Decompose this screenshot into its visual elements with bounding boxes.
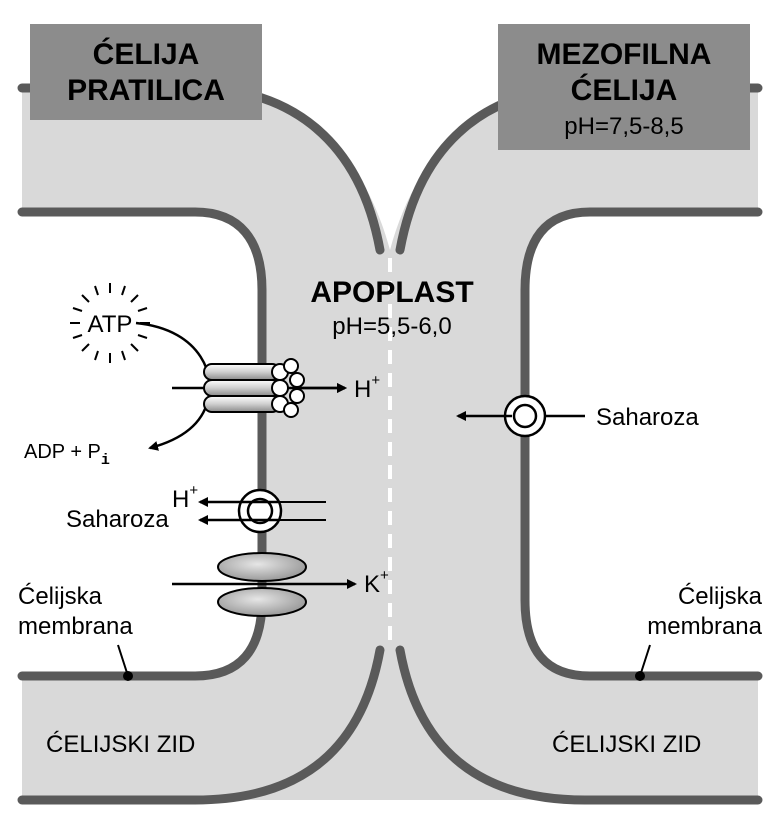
right-membrane-pointer-dot: [635, 671, 645, 681]
proton-pump: [203, 358, 305, 418]
symporter-sucrose-label: Saharoza: [66, 506, 169, 533]
left-membrane-label-line1: Ćelijska: [18, 583, 103, 610]
left-wall-label: ĆELIJSKI ZID: [46, 731, 195, 758]
atp-label: ATP: [88, 311, 133, 338]
right-cell-title-box: [498, 24, 750, 150]
left-cell-title-box: [30, 24, 262, 120]
mesophyll-transporter-inner: [512, 403, 538, 429]
left-membrane-pointer: [117, 644, 129, 677]
right-cell-membrane: [520, 207, 763, 681]
symporter-h-ion: H+: [172, 482, 198, 513]
k-channel-lower: [217, 587, 307, 617]
left-membrane-pointer-dot: [123, 671, 133, 681]
k-channel-upper: [217, 552, 307, 582]
right-membrane-label-line1: Ćelijska: [678, 583, 763, 610]
atp-circle: [84, 297, 136, 349]
pump-h-ion: H+: [354, 372, 380, 403]
atp-burst-icon: [70, 283, 150, 363]
apoplast-title: APOPLAST: [310, 276, 473, 309]
right-membrane-pointer: [639, 644, 651, 677]
k-ion: K+: [364, 567, 389, 598]
adp-label: ADP + Pi: [24, 441, 110, 469]
apoplast-ph: pH=5,5-6,0: [332, 313, 451, 340]
left-cell-title-line1: ĆELIJA: [93, 37, 200, 71]
right-wall-label: ĆELIJSKI ZID: [552, 731, 701, 758]
left-membrane-label-line2: membrana: [18, 613, 133, 640]
right-cell-ph: pH=7,5-8,5: [564, 113, 683, 140]
bottom-right-wall-edge: [395, 645, 763, 805]
right-cell-title-line2: ĆELIJA: [571, 73, 678, 107]
symporter-inner: [246, 497, 274, 525]
left-cell-title-line2: PRATILICA: [67, 74, 225, 107]
right-membrane-label-line2: membrana: [647, 613, 762, 640]
bottom-left-wall-edge: [17, 645, 385, 805]
right-cell-title-line1: MEZOFILNA: [537, 38, 712, 71]
mesophyll-sucrose-label: Saharoza: [596, 404, 699, 431]
left-cell-membrane: [17, 207, 267, 681]
atp-hydrolysis-arrow: [135, 321, 212, 451]
